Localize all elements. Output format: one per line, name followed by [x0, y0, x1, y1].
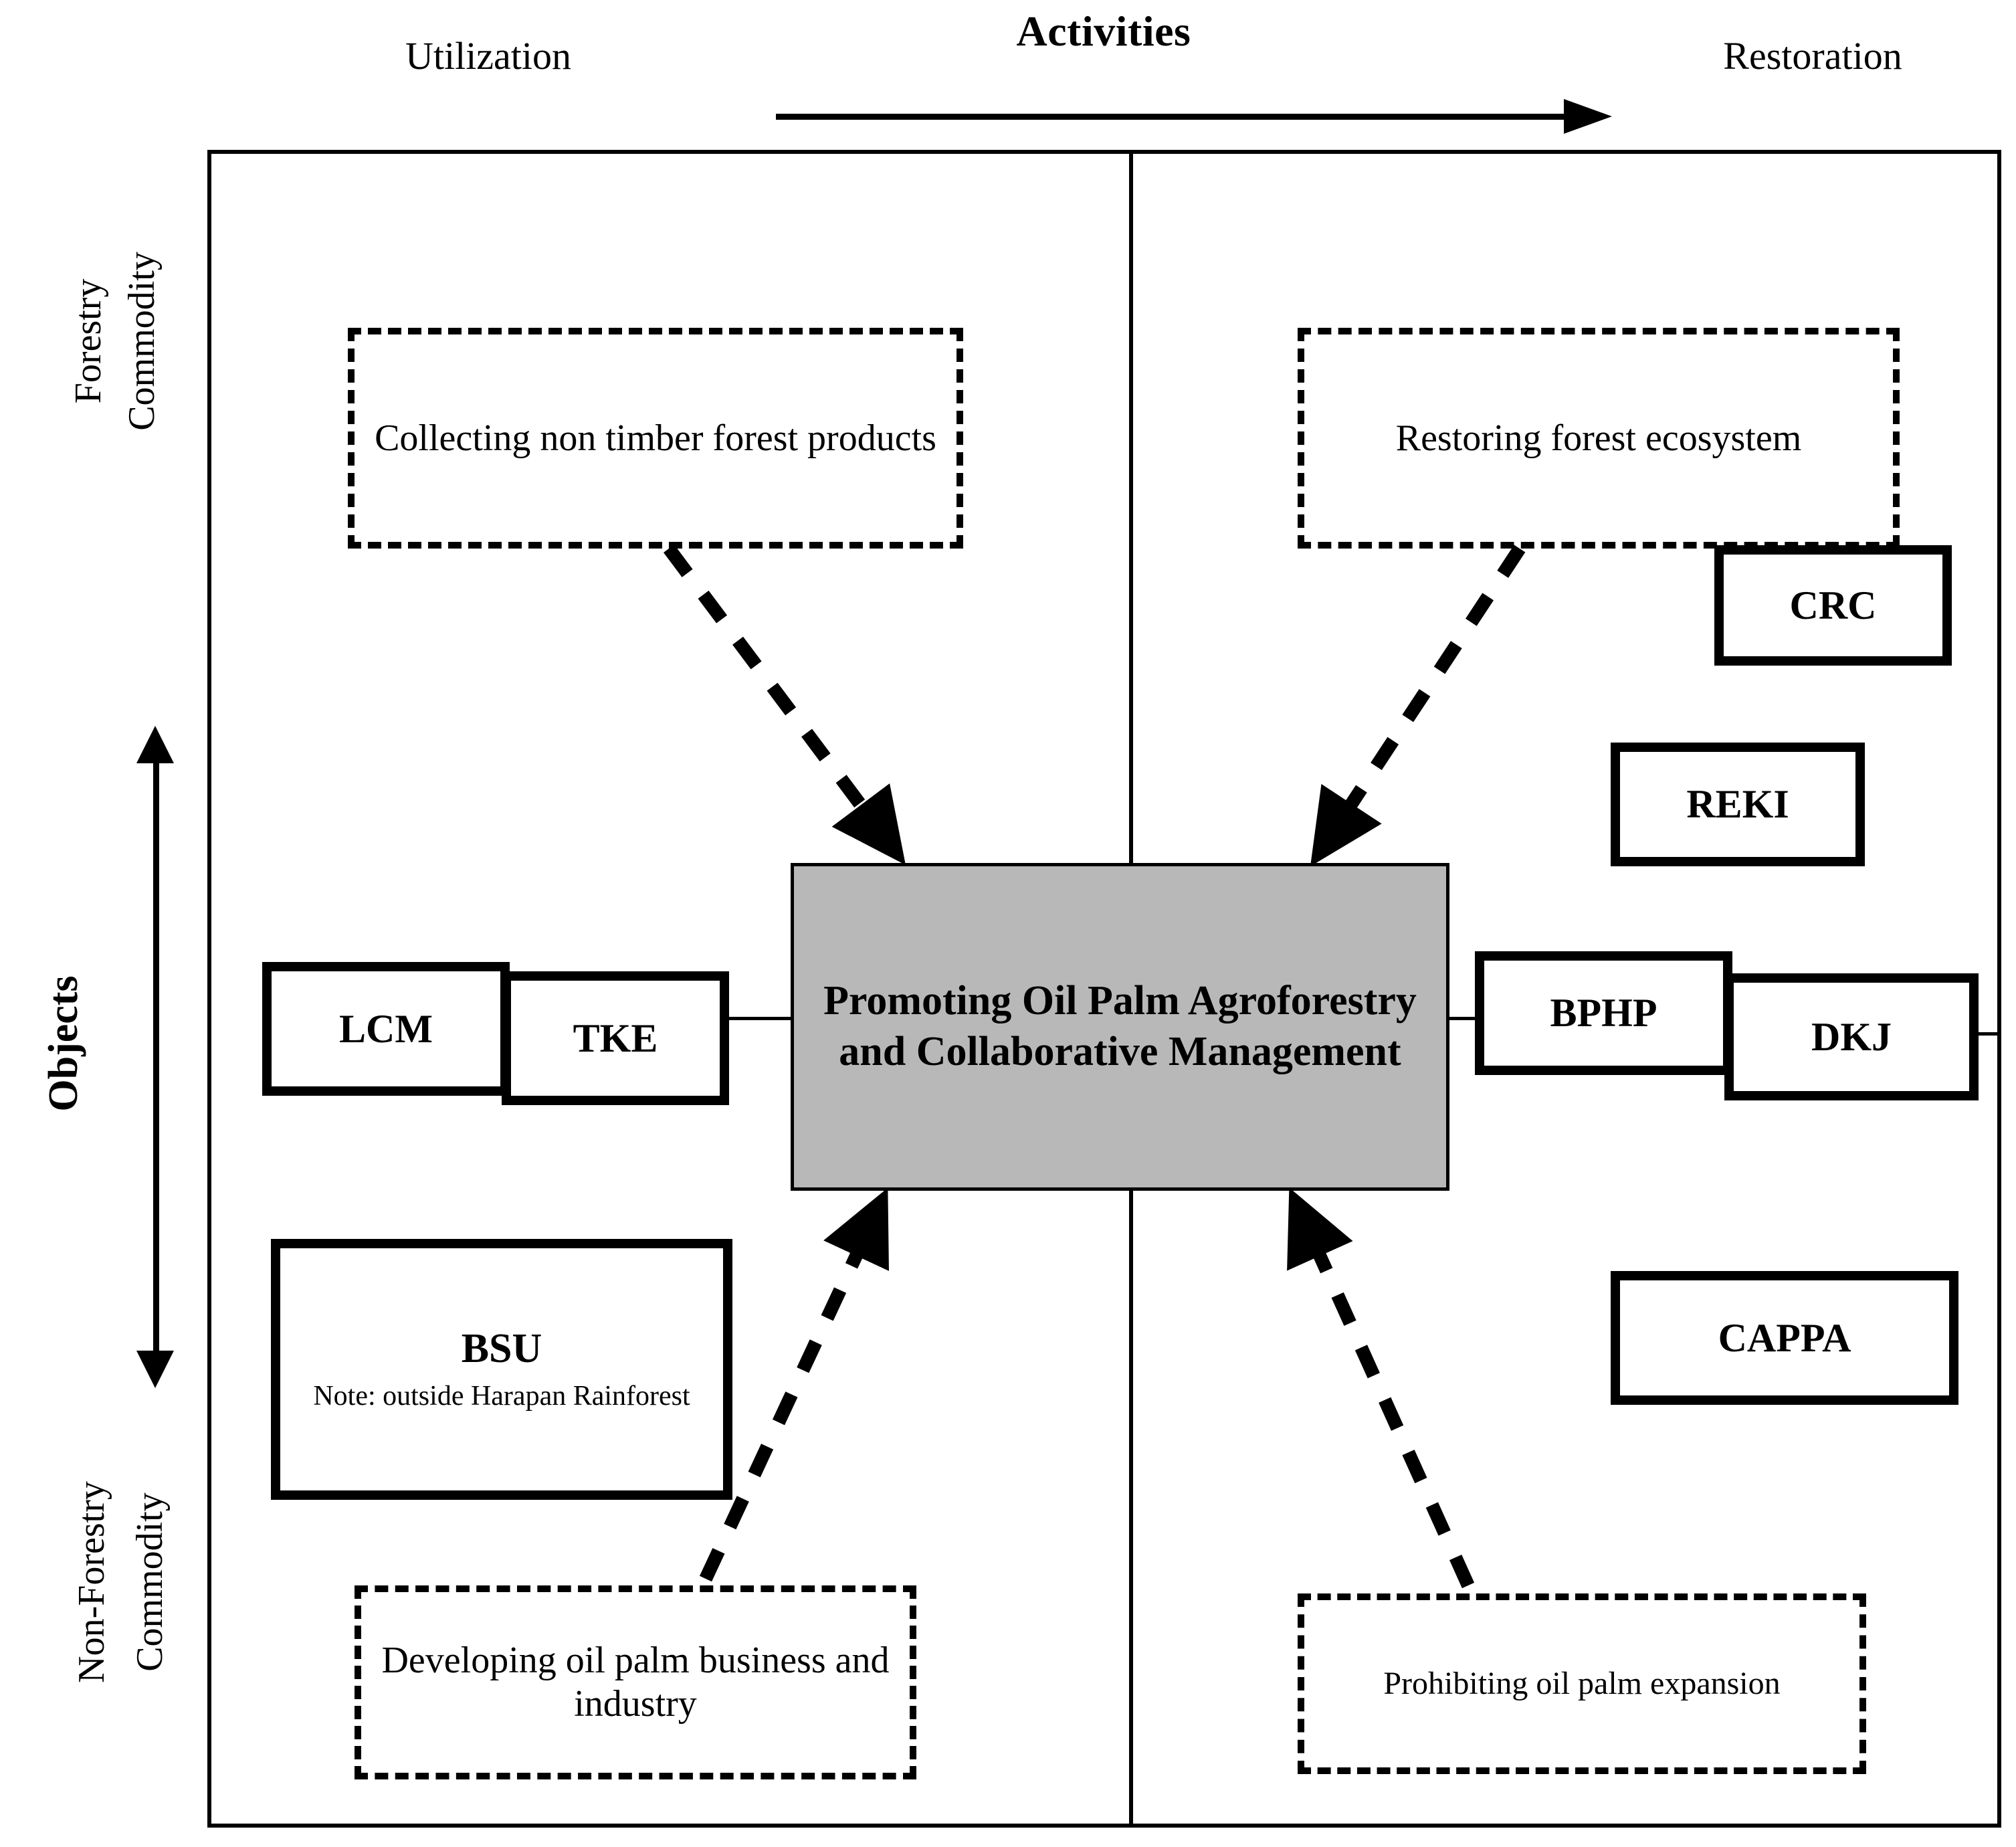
actor-box-dkj[interactable]: DKJ	[1724, 973, 1979, 1100]
actor-box-cappa[interactable]: CAPPA	[1611, 1271, 1958, 1405]
actor-box-tke[interactable]: TKE	[502, 971, 729, 1105]
actor-box-bsu[interactable]: BSU Note: outside Harapan Rainforest	[271, 1239, 732, 1500]
axis-label-nonforestry-line2: Commodity	[129, 1492, 171, 1672]
objects-axis-double-arrow-icon	[136, 726, 174, 1388]
matrix-frame	[207, 150, 2001, 1828]
actor-box-reki[interactable]: REKI	[1611, 743, 1865, 866]
connector-goal-to-bphp	[1445, 1017, 1485, 1020]
axis-label-forestry-line1: Forestry	[68, 278, 109, 404]
actor-label: CAPPA	[1718, 1315, 1851, 1360]
actor-label: BSU	[461, 1326, 542, 1372]
activities-axis-title: Activities	[1016, 7, 1191, 55]
activity-label: Developing oil palm business and industr…	[381, 1640, 890, 1725]
objects-axis-title: Objects	[41, 975, 86, 1112]
axis-label-nonforestry-line1: Non-Forestry	[71, 1481, 112, 1683]
actor-label: TKE	[573, 1015, 658, 1060]
activity-box-restoring-forest-ecosystem[interactable]: Restoring forest ecosystem	[1298, 328, 1900, 549]
axis-label-utilization: Utilization	[405, 34, 572, 78]
actor-box-bphp[interactable]: BPHP	[1475, 951, 1732, 1075]
activities-axis-arrow-icon	[776, 99, 1612, 134]
goal-box[interactable]: Promoting Oil Palm Agroforestry and Coll…	[791, 863, 1449, 1191]
activity-label: Restoring forest ecosystem	[1395, 417, 1802, 459]
activity-label: Prohibiting oil palm expansion	[1383, 1666, 1781, 1702]
activity-label: Collecting non timber forest products	[375, 417, 936, 459]
actor-label: CRC	[1789, 583, 1877, 627]
goal-label: Promoting Oil Palm Agroforestry and Coll…	[823, 978, 1417, 1074]
actor-note: Note: outside Harapan Rainforest	[313, 1381, 690, 1412]
activity-box-collecting-ntfp[interactable]: Collecting non timber forest products	[348, 328, 963, 549]
actor-label: LCM	[339, 1006, 433, 1051]
connector-tke-to-goal	[724, 1017, 797, 1020]
activity-box-prohibiting-oil-palm[interactable]: Prohibiting oil palm expansion	[1298, 1593, 1866, 1774]
actor-box-crc[interactable]: CRC	[1714, 545, 1952, 666]
axis-label-forestry-line2: Commodity	[121, 252, 163, 431]
connector-dkj-to-frame	[1971, 1032, 2001, 1036]
actor-label: REKI	[1686, 782, 1789, 826]
actor-box-lcm[interactable]: LCM	[262, 962, 510, 1096]
actor-label: BPHP	[1550, 991, 1657, 1035]
axis-label-restoration: Restoration	[1723, 34, 1902, 78]
actor-label: DKJ	[1811, 1014, 1892, 1059]
activity-box-developing-oil-palm[interactable]: Developing oil palm business and industr…	[355, 1585, 916, 1779]
